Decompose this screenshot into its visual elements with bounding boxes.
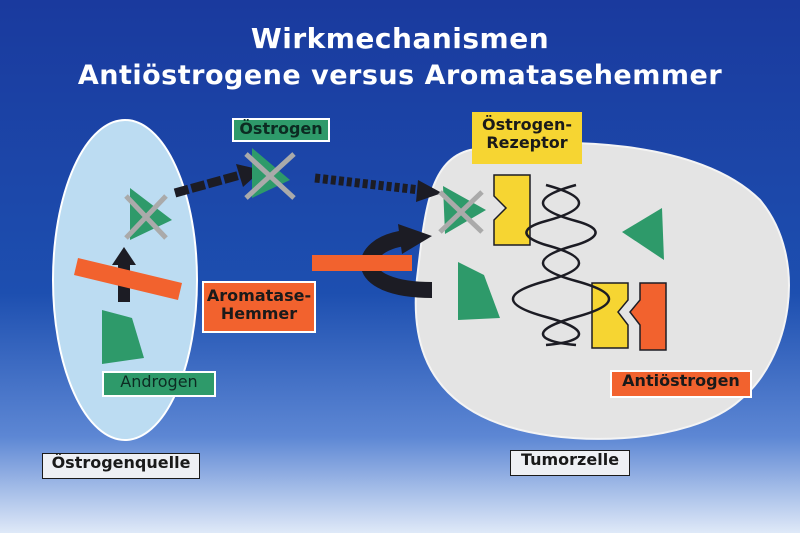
oestrogen-molecule-free-right <box>622 208 664 260</box>
label-androgen: Androgen <box>102 371 216 397</box>
label-oestrogen: Östrogen <box>232 118 330 142</box>
androgen-molecule <box>102 310 144 364</box>
oestrogen-molecule-receptor <box>438 186 486 234</box>
label-antioestrogen: Antiöstrogen <box>610 370 752 398</box>
oestrogen-receptor-lower <box>591 282 629 349</box>
diagram-title-line1: Wirkmechanismen <box>250 22 550 55</box>
dna-helix <box>512 183 610 347</box>
aromatase-inhibitor-bar <box>312 255 412 271</box>
oestrogen-molecule-source <box>124 188 172 240</box>
arrow-source-to-oestrogen <box>173 164 262 198</box>
aromatase-inhibitor-bar-source <box>74 258 182 300</box>
arrow-oestrogen-to-receptor <box>314 173 442 202</box>
label-aromatase-inhibitor: Aromatase- Hemmer <box>202 281 316 333</box>
label-tumor-cell: Tumorzelle <box>510 450 630 476</box>
oestrogen-receptor-upper <box>493 174 531 246</box>
molecule-free-left <box>458 262 500 320</box>
label-oestrogen-source: Östrogenquelle <box>42 453 200 479</box>
oestrogen-molecule-middle <box>244 148 296 200</box>
antioestrogen-molecule <box>629 282 667 351</box>
diagram-title-line2: Antiöstrogene versus Aromatasehemmer <box>77 60 723 91</box>
label-oestrogen-receptor: Östrogen- Rezeptor <box>472 112 582 164</box>
